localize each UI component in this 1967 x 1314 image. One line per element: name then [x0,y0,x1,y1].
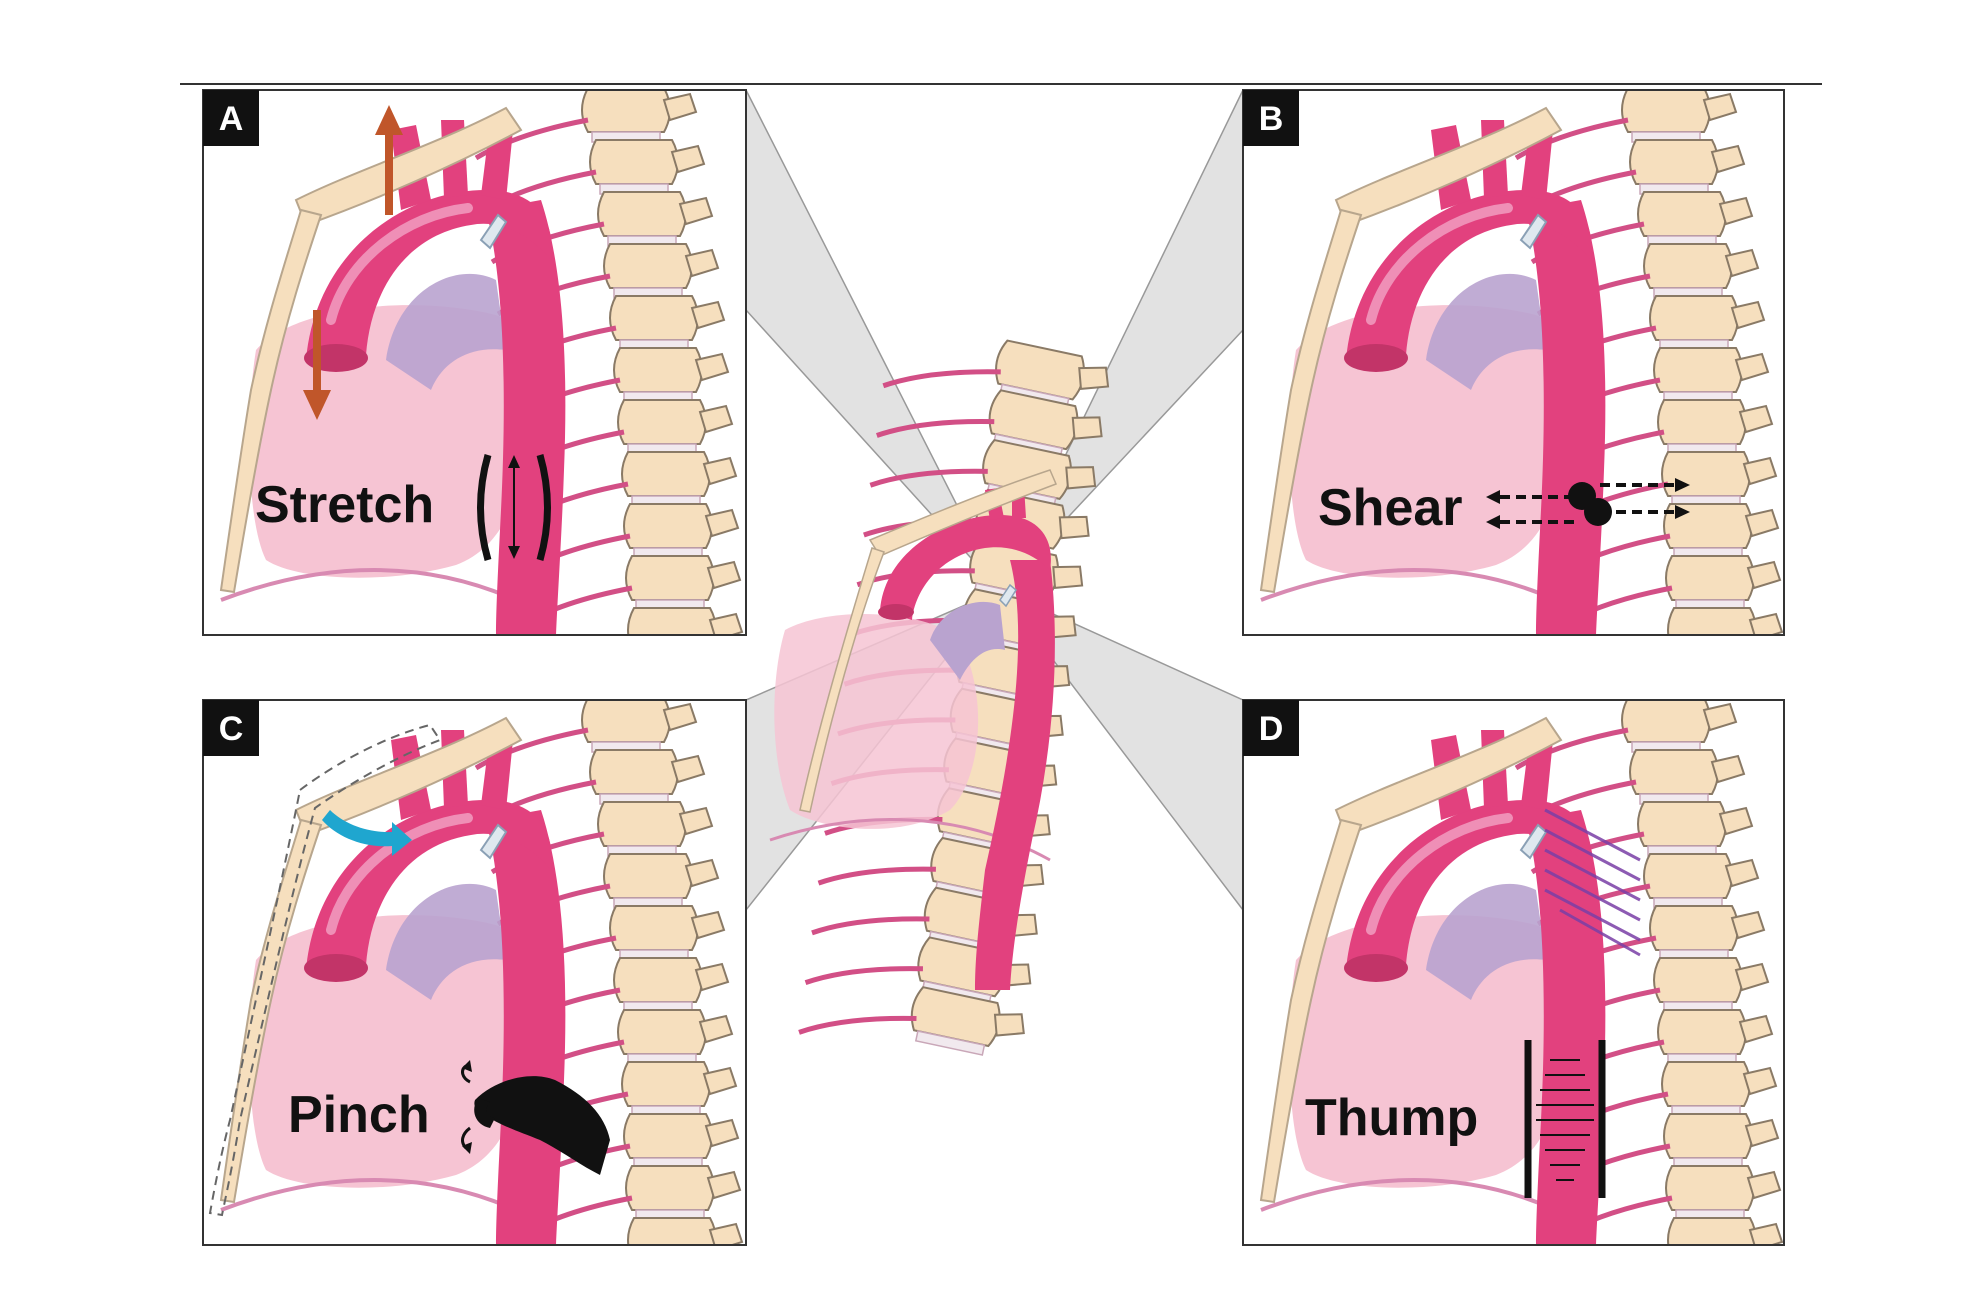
panel-a: A Stretch [202,89,747,636]
panel-b: B Shear [1242,89,1785,636]
mechanism-label-shear: Shear [1318,479,1463,537]
panel-b-letter-box [1243,90,1299,146]
displaced-sternum-outline [208,723,442,1217]
shear-icon [1486,478,1690,529]
panel-b-letter: B [1259,100,1284,138]
pinch-arrow [322,810,412,856]
mechanism-label-thump: Thump [1305,1089,1478,1147]
panel-a-letter-box [203,90,259,146]
mechanism-label-pinch: Pinch [288,1086,430,1144]
panel-c-letter-box [203,700,259,756]
thump-icon [1524,1040,1606,1198]
pinch-hand-icon [461,1060,610,1175]
panel-d-letter: D [1259,710,1284,748]
thump-impact-marks [1544,808,1641,957]
panel-c-letter: C [219,710,244,748]
panel-a-letter: A [219,100,244,138]
panel-d-letter-box [1243,700,1299,756]
panel-c: C Pinch [202,699,747,1246]
mechanism-label-stretch: Stretch [255,476,434,534]
panel-d: D Thump [1242,699,1785,1246]
stretch-arrows [303,105,403,420]
overview-illustration [769,317,1164,1078]
stretch-icon [477,454,551,561]
